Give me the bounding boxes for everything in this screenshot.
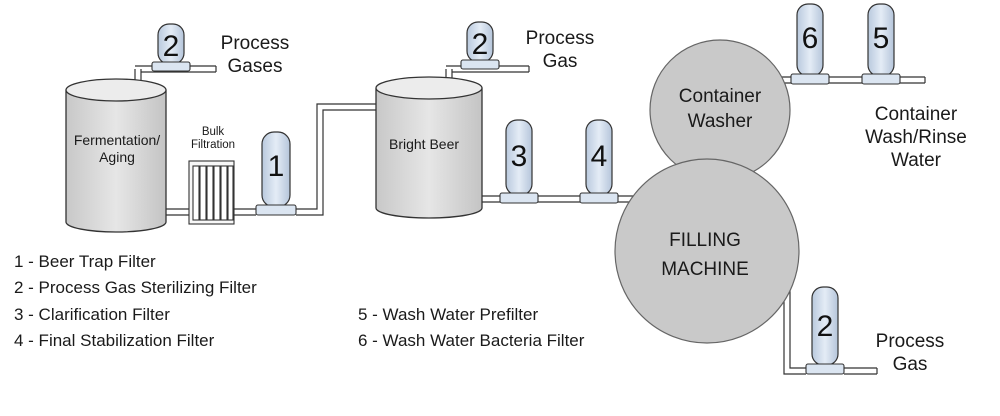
- filter-number-3: 3: [510, 140, 528, 173]
- process-gas-bottom-label: Process Gas: [875, 331, 945, 375]
- filling-machine-label: FILLING MACHINE: [661, 230, 749, 280]
- filter-number-2-top-mid: 2: [471, 28, 489, 61]
- filter-housing-2-bottom: [805, 286, 845, 375]
- filter-housing-6: [790, 3, 830, 85]
- filter-housing-4: [579, 119, 619, 204]
- filter-number-5: 5: [872, 22, 890, 55]
- process-gases-label: Process Gases: [220, 33, 290, 77]
- legend-item-6: 6 - Wash Water Bacteria Filter: [358, 331, 585, 350]
- process-gas-mid-label: Process Gas: [525, 28, 595, 72]
- wash-rinse-water-label: Container Wash/Rinse Water: [865, 104, 967, 171]
- legend-item-5: 5 - Wash Water Prefilter: [358, 305, 539, 324]
- bright-beer-tank: [375, 76, 483, 219]
- filter-number-2-bottom: 2: [816, 310, 834, 343]
- bulk-filtration-label: Bulk Filtration: [190, 126, 236, 151]
- legend-item-3: 3 - Clarification Filter: [14, 305, 170, 324]
- filter-housing-1: [255, 131, 297, 216]
- fermentation-tank-label: Fermentation/ Aging: [73, 132, 161, 165]
- filter-housing-2-top-left: [151, 23, 191, 72]
- container-washer-label: Container Washer: [678, 86, 762, 132]
- bright-beer-tank-label: Bright Beer: [389, 136, 460, 152]
- filter-number-2-top-left: 2: [162, 30, 180, 63]
- legend-item-1: 1 - Beer Trap Filter: [14, 252, 156, 271]
- filling-machine: [614, 158, 800, 344]
- legend-item-2: 2 - Process Gas Sterilizing Filter: [14, 278, 257, 297]
- filter-number-4: 4: [590, 140, 608, 173]
- pipes: [134, 65, 926, 375]
- filter-number-6: 6: [801, 22, 819, 55]
- bulk-filtration-unit: [188, 160, 235, 225]
- fermentation-tank: [65, 78, 167, 233]
- legend-item-4: 4 - Final Stabilization Filter: [14, 331, 215, 350]
- filter-housing-2-top-mid: [460, 21, 500, 70]
- filter-housing-5: [861, 3, 901, 85]
- filter-number-1: 1: [267, 150, 285, 183]
- filter-housing-3: [499, 119, 539, 204]
